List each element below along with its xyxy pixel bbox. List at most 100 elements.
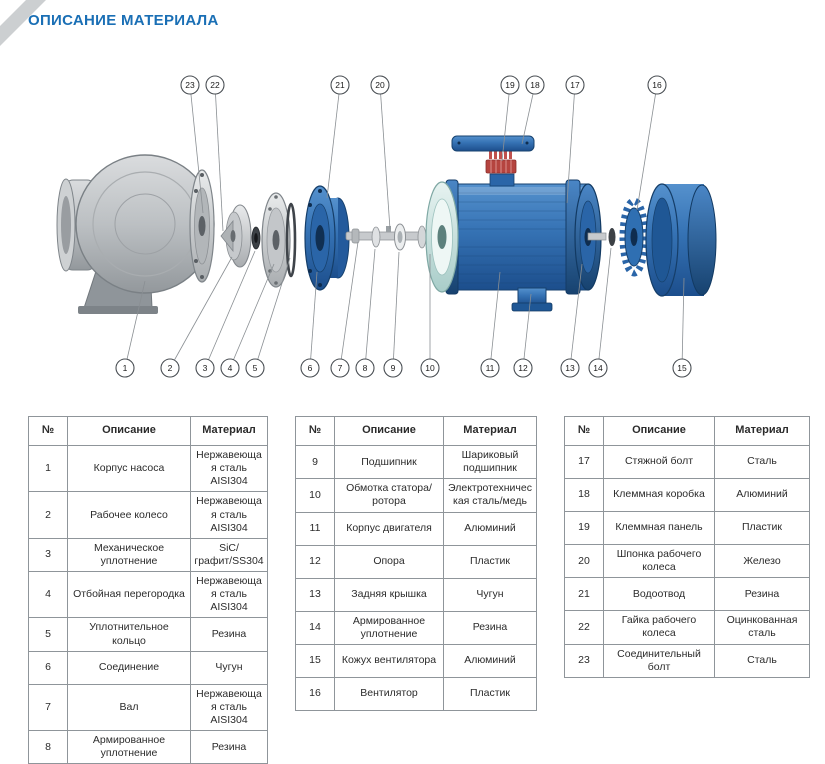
shaft-assembly [345,223,435,251]
callout-number: 22 [210,80,220,90]
column-header: № [28,416,68,446]
callout-balloon: 3 [195,358,215,378]
callout-balloon: 2 [160,358,180,378]
callout-balloon: 8 [355,358,375,378]
description-cell: Водоотвод [603,577,715,612]
description-cell: Уплотнительное кольцо [67,617,191,652]
callout-leader-line [214,84,224,232]
material-cell: Резина [190,729,268,764]
callout-balloon: 19 [500,75,520,95]
callout-leader-line [522,293,532,369]
material-cell: Нержавеющая сталь AISI304 [190,444,268,493]
rear-seal [587,228,616,246]
callout-balloon: 1 [115,358,135,378]
material-cell: Алюминий [443,511,537,546]
callout-leader-line [204,250,256,369]
callout-balloon: 17 [565,75,585,95]
material-cell: Пластик [443,544,537,579]
description-cell: Гайка рабочего колеса [603,610,715,645]
part-number-cell: 12 [295,544,335,579]
part-number-cell: 5 [28,617,68,652]
callout-leader-line [229,263,275,369]
fan [619,197,649,277]
part-number-cell: 1 [28,444,68,493]
description-cell: Механическое уплотнение [67,537,191,573]
callout-balloon: 16 [647,75,667,95]
callout-number: 8 [363,363,368,373]
material-cell: Чугун [443,577,537,612]
callout-leader-line [124,280,146,369]
callout-balloon: 9 [383,358,403,378]
material-cell: Алюминий [714,478,810,512]
callout-number: 5 [253,363,258,373]
material-cell: Пластик [714,511,810,545]
callout-balloon: 6 [300,358,320,378]
callout-number: 23 [185,80,195,90]
callout-leader-line [392,251,400,369]
material-cell: Шариковый подшипник [443,444,537,480]
callout-leader-line [339,241,359,369]
shaft-key [386,226,391,232]
callout-balloon: 4 [220,358,240,378]
part-number-cell: 7 [28,683,68,732]
callout-number: 17 [570,80,580,90]
description-cell: Задняя крышка [334,577,444,612]
callout-balloon: 22 [205,75,225,95]
callout-balloon: 21 [330,75,350,95]
part-number-cell: 10 [295,478,335,513]
callout-balloon: 23 [180,75,200,95]
material-cell: Нержавеющая сталь AISI304 [190,570,268,619]
callout-number: 4 [228,363,233,373]
description-cell: Вентилятор [334,676,444,711]
callout-leader-line [489,271,501,369]
part-number-cell: 9 [295,444,335,480]
callout-number: 3 [203,363,208,373]
motor-foot [511,287,553,312]
description-cell: Обмотка статора/ротора [334,478,444,513]
material-cell: Нержавеющая сталь AISI304 [190,683,268,732]
material-cell: Чугун [190,650,268,685]
callout-number: 12 [518,363,528,373]
material-cell: Пластик [443,676,537,711]
part-number-cell: 20 [564,543,604,579]
callout-leader-line [379,84,391,230]
callout-number: 16 [652,80,662,90]
callout-number: 14 [593,363,603,373]
callout-balloon: 13 [560,358,580,378]
material-cell: Железо [714,543,810,579]
callout-leader-line [681,277,685,369]
callout-number: 21 [335,80,345,90]
callout-balloon: 10 [420,358,440,378]
callout-number: 1 [123,363,128,373]
material-cell: SiC/графит/SS304 [190,537,268,573]
material-cell: Электротехническая сталь/медь [443,478,537,513]
callout-number: 6 [308,363,313,373]
description-cell: Корпус насоса [67,444,191,493]
part-number-cell: 8 [28,729,68,764]
callout-number: 2 [168,363,173,373]
mechanical-seal [251,226,261,250]
callout-number: 11 [486,363,495,373]
description-cell: Соединение [67,650,191,685]
description-cell: Клеммная панель [603,511,715,545]
part-number-cell: 22 [564,610,604,645]
description-cell: Армированное уплотнение [334,610,444,645]
material-cell: Резина [190,617,268,652]
part-number-cell: 18 [564,478,604,512]
column-header: Материал [714,416,810,446]
callout-number: 18 [530,80,540,90]
description-cell: Клеммная коробка [603,478,715,512]
